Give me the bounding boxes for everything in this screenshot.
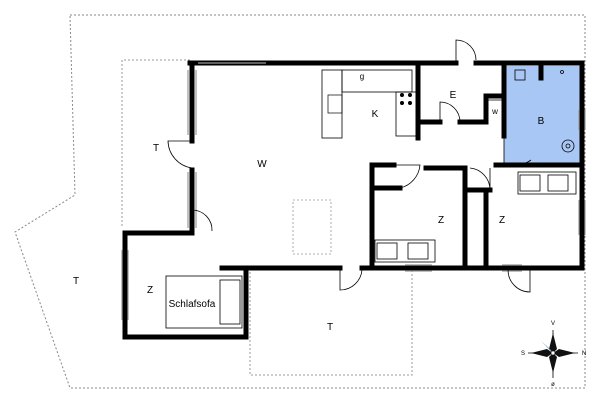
terrace-west-label: T — [153, 143, 159, 154]
bedroom-2-label: Z — [499, 215, 505, 226]
living-room-label: W — [257, 159, 267, 170]
living-rug — [292, 199, 332, 255]
kitchen-sink — [327, 94, 343, 114]
beds — [165, 171, 577, 329]
compass-n-label: N — [582, 351, 586, 357]
compass-v-label: V — [551, 321, 555, 327]
terrace-bottom-label: T — [327, 322, 333, 333]
doors — [167, 39, 532, 293]
windows — [121, 62, 586, 320]
entry-label: E — [450, 90, 457, 101]
terrace-outer-left-label: T — [73, 276, 79, 287]
terrace-bottom-outline — [249, 268, 413, 376]
compass-icon — [528, 330, 578, 378]
bedroom-3-label: Z — [147, 285, 153, 296]
wc-label: w — [491, 107, 498, 116]
bath-fixtures — [514, 69, 575, 153]
bath-area — [504, 66, 582, 163]
kitchen-label: K — [372, 109, 379, 120]
hob-icon — [400, 93, 412, 105]
plot-boundary — [14, 14, 586, 389]
compass-s-label: S — [521, 351, 525, 357]
sofa-label: Schlafsofa — [169, 299, 216, 310]
bath-label: B — [538, 116, 545, 127]
fridge-label: g — [360, 72, 364, 81]
compass-o-label: ø — [551, 382, 555, 388]
bedroom-1-label: Z — [438, 215, 444, 226]
terrace-west-outline — [121, 59, 190, 228]
